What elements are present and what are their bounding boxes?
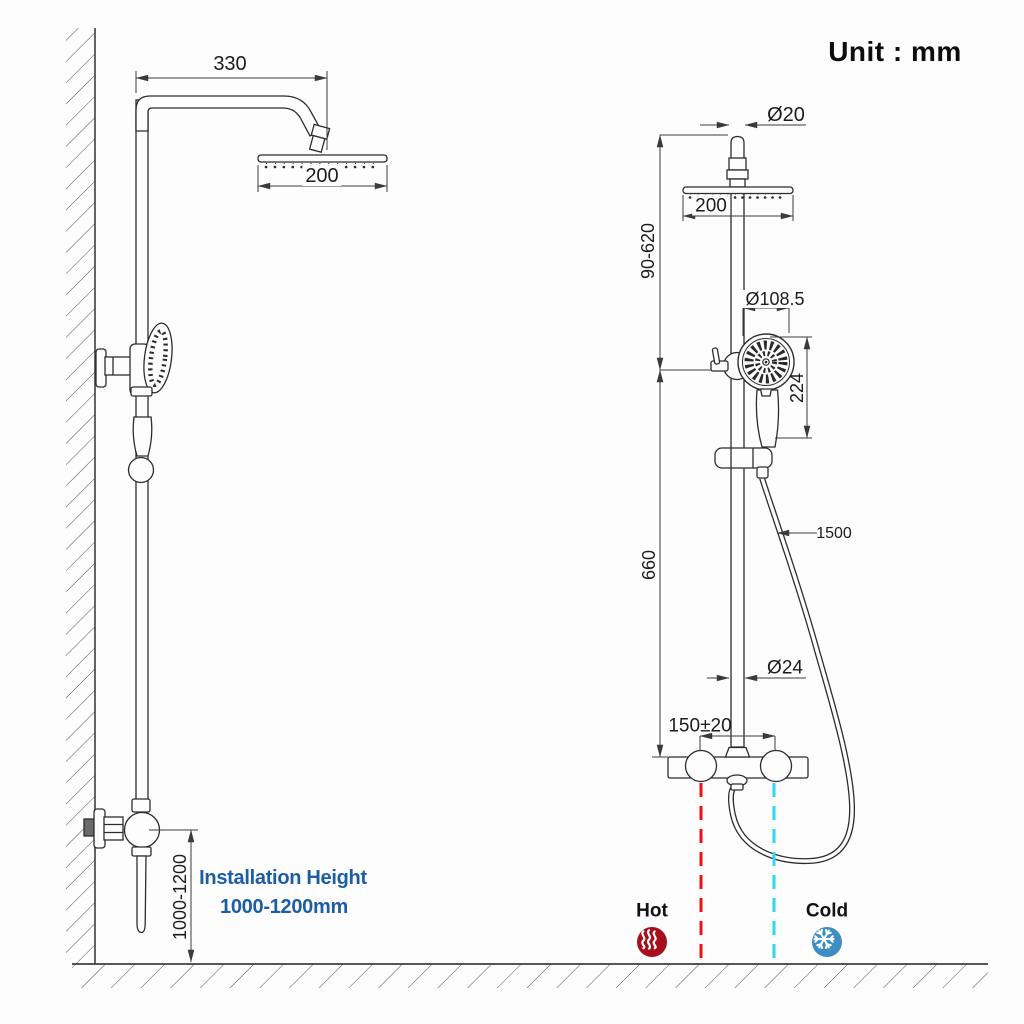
dim-pipe-diameter-label: Ø24 [767, 657, 803, 679]
lower-collar [131, 798, 151, 813]
floor-hatch [72, 963, 988, 988]
snowflake-icon [813, 929, 835, 949]
riser-pipe [730, 135, 745, 748]
dim-hand-shower-diameter-label: Ø108.5 [742, 290, 808, 308]
valve-hex-nut [103, 816, 124, 841]
cold-label: Cold [805, 900, 849, 922]
dimension-lines [135, 71, 817, 963]
dim-top-pipe-diameter-label: Ø20 [767, 104, 805, 126]
dim-side-head-width-label: 200 [692, 196, 730, 216]
diverter-lever [711, 347, 721, 365]
cold-badge [812, 927, 842, 957]
hand-shower-handle [132, 416, 153, 457]
hand-shower-face [737, 333, 795, 397]
rain-head-plate-side [682, 186, 794, 195]
side-view-fixture [667, 135, 856, 865]
hand-shower-handle-side [755, 389, 780, 448]
holder-base [130, 386, 153, 397]
front-view-fixture [83, 95, 388, 934]
wall-bracket-arm [104, 356, 133, 376]
dim-lower-pipe-height-label: 660 [639, 549, 659, 581]
cold-handle [759, 749, 793, 783]
dim-inlet-spacing-label: 150±20 [668, 715, 732, 737]
dim-upper-pipe-height-label: 90-620 [638, 222, 658, 280]
valve-flange [93, 808, 106, 849]
hose-connector [756, 466, 769, 479]
dim-front-head-width-label: 200 [302, 166, 342, 186]
hot-handle [684, 749, 718, 783]
shower-arm [135, 95, 322, 137]
hot-badge [637, 927, 667, 957]
dim-hose-length-label: 1500 [816, 525, 852, 542]
slider-knob [127, 456, 155, 484]
hand-shower-in-holder [143, 322, 173, 394]
valve-nut [131, 846, 152, 857]
head-connector [308, 123, 331, 154]
hot-label: Hot [636, 900, 668, 922]
steam-waves-icon [641, 929, 657, 950]
wall-hatch [66, 28, 96, 964]
dim-hand-shower-length-label: 224 [787, 372, 807, 404]
installation-note-line2: 1000-1200mm [220, 896, 348, 918]
dim-arm-reach-label: 330 [213, 53, 247, 75]
dim-installation-height-label: 1000-1200 [170, 853, 190, 941]
installation-note-line1: Installation Height [199, 867, 367, 889]
rain-head-plate [257, 154, 388, 163]
unit-label: Unit : mm [828, 36, 962, 67]
slider-bracket [714, 447, 773, 469]
supply-lines [699, 783, 776, 961]
tailpiece-wand [136, 855, 147, 934]
